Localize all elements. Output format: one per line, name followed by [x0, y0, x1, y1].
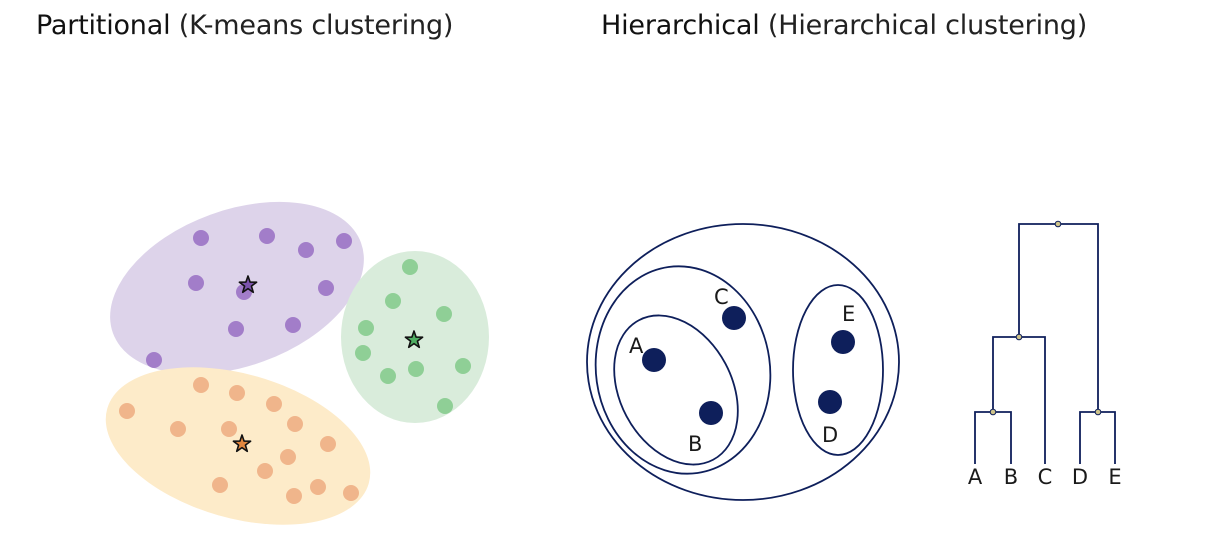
data-point [259, 228, 275, 244]
data-point [355, 345, 371, 361]
label-B: B [688, 432, 702, 456]
point-E [831, 330, 855, 354]
point-D [818, 390, 842, 414]
partitional-title-main: Partitional [36, 10, 171, 41]
node-root [1054, 220, 1062, 228]
cluster-DE [792, 284, 884, 456]
data-point [119, 403, 135, 419]
leaf-label-A: A [968, 465, 983, 489]
hierarchical-title-sub: (Hierarchical clustering) [759, 10, 1088, 41]
orange-cluster-points [119, 377, 359, 504]
data-point [320, 436, 336, 452]
label-E: E [842, 302, 855, 326]
data-point [455, 358, 471, 374]
point-B [699, 401, 723, 425]
data-point [336, 233, 352, 249]
cluster-ABC [594, 265, 772, 475]
data-point [193, 377, 209, 393]
label-C: C [714, 285, 729, 309]
node-AB [989, 408, 997, 416]
data-point [286, 488, 302, 504]
data-point [221, 421, 237, 437]
outer-cluster-ABCDE [586, 223, 900, 501]
data-point [358, 320, 374, 336]
purple-cluster-region [110, 201, 364, 375]
nested-points [642, 306, 855, 425]
data-point [385, 293, 401, 309]
data-point [170, 421, 186, 437]
data-point [229, 385, 245, 401]
hierarchical-title: Hierarchical (Hierarchical clustering) [601, 10, 1087, 41]
data-point [146, 352, 162, 368]
point-C [722, 306, 746, 330]
nested-point-labels: A B C D E [629, 285, 855, 456]
leaf-label-B: B [1004, 465, 1018, 489]
data-point [280, 449, 296, 465]
data-point [318, 280, 334, 296]
merge-AB-C [992, 336, 1046, 464]
purple-cluster-points [146, 228, 352, 368]
data-point [310, 479, 326, 495]
merge-root [1018, 223, 1099, 412]
data-point [212, 477, 228, 493]
green-cluster-points [355, 259, 471, 414]
node-ABC [1015, 333, 1023, 341]
hierarchical-title-main: Hierarchical [601, 10, 760, 41]
data-point [380, 368, 396, 384]
data-point [298, 242, 314, 258]
data-point [437, 398, 453, 414]
cluster-AB [613, 314, 739, 466]
label-D: D [822, 423, 838, 447]
data-point [228, 321, 244, 337]
data-point [257, 463, 273, 479]
merge-AB [974, 411, 1012, 464]
partitional-title-sub: (K-means clustering) [170, 10, 454, 41]
dendrogram-nodes [989, 220, 1102, 416]
partitional-title: Partitional (K-means clustering) [36, 10, 453, 41]
leaf-label-C: C [1038, 465, 1053, 489]
kmeans-panel [105, 201, 489, 525]
label-A: A [629, 334, 644, 358]
data-point [402, 259, 418, 275]
data-point [343, 485, 359, 501]
dendrogram-leaf-labels: A B C D E [968, 465, 1122, 489]
data-point [408, 361, 424, 377]
data-point [266, 396, 282, 412]
data-point [287, 416, 303, 432]
data-point [285, 317, 301, 333]
data-point [188, 275, 204, 291]
leaf-label-E: E [1108, 465, 1121, 489]
dendrogram [974, 223, 1116, 464]
point-A [642, 348, 666, 372]
leaf-label-D: D [1072, 465, 1088, 489]
data-point [193, 230, 209, 246]
merge-DE [1079, 411, 1116, 464]
data-point [436, 306, 452, 322]
node-DE [1094, 408, 1102, 416]
nested-clusters-panel [586, 223, 900, 501]
